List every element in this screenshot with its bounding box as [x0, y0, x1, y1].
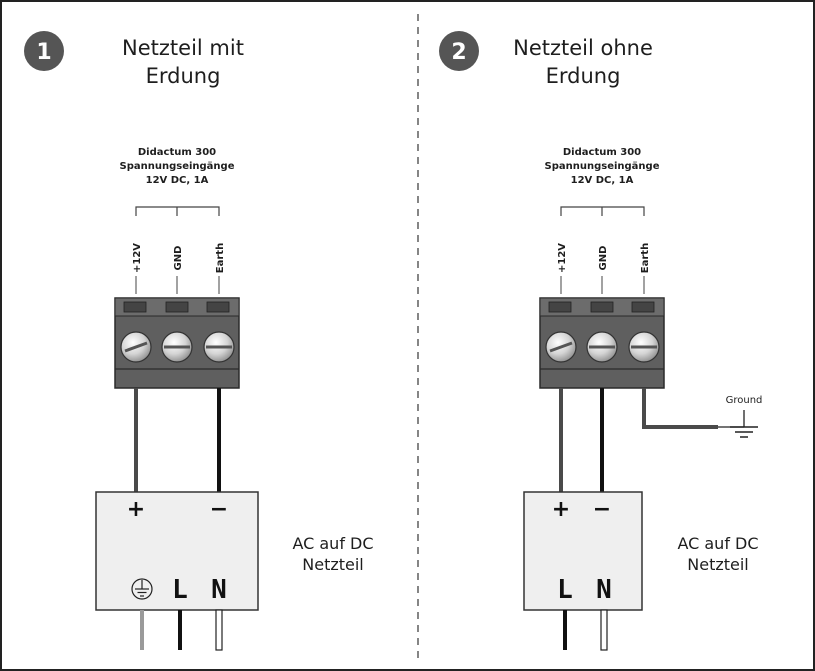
panel-1-pin-gnd: GND — [173, 246, 184, 271]
panel-1: 1 Netzteil mit Erdung Didactum 300 Spann… — [24, 31, 374, 651]
panel-1-psu-minus: − — [210, 497, 228, 522]
panel-1-title-line1: Netzteil mit — [122, 36, 244, 60]
panel-2-ground-label: Ground — [726, 395, 763, 406]
panel-2-pin-12v: +12V — [557, 243, 568, 273]
panel-2-pin-earth: Earth — [640, 243, 651, 273]
panel-1-mains-l: L — [172, 575, 188, 605]
panel-2-psu-box — [523, 491, 643, 611]
panel-1-device-desc: Spannungseingänge — [120, 161, 235, 172]
panel-2-device-desc: Spannungseingänge — [545, 161, 660, 172]
screw-icon — [586, 331, 618, 363]
panel-2-wire-neutral — [600, 609, 608, 651]
panel-2-mains-n: N — [596, 575, 612, 605]
panel-1-wire-neutral — [215, 609, 223, 651]
screw-icon — [628, 331, 660, 363]
panel-2-bracket — [560, 206, 645, 216]
panel-1-number: 1 — [36, 40, 51, 65]
panel-2-wire-earth — [642, 388, 718, 429]
screw-icon — [161, 331, 193, 363]
panel-2-number: 2 — [451, 40, 466, 65]
panel-1-badge — [24, 31, 64, 71]
panel-2-mains-l: L — [557, 575, 573, 605]
panel-1-device-name: Didactum 300 — [138, 147, 216, 158]
screw-icon — [545, 331, 577, 363]
panel-2-psu-minus: − — [593, 497, 611, 522]
panel-1-psu-plus: + — [127, 497, 145, 522]
panel-1-bracket — [135, 206, 220, 216]
panel-1-terminal-block — [114, 297, 240, 389]
panel-1-pin-earth: Earth — [215, 243, 226, 273]
panel-1-psu-box — [95, 491, 259, 611]
panel-1-title-line2: Erdung — [146, 64, 221, 88]
panel-2-title-line2: Erdung — [546, 64, 621, 88]
panel-2-psu-label-line1: AC auf DC — [677, 534, 758, 553]
panel-1-pin-12v: +12V — [132, 243, 143, 273]
ground-symbol-icon — [718, 410, 758, 438]
panel-1-psu-label-line2: Netzteil — [302, 555, 364, 574]
panel-2: 2 Netzteil ohne Erdung Didactum 300 Span… — [439, 31, 763, 651]
panel-2-device-name: Didactum 300 — [563, 147, 641, 158]
protective-earth-icon — [131, 578, 153, 600]
panel-2-psu-label-line2: Netzteil — [687, 555, 749, 574]
panel-2-badge — [439, 31, 479, 71]
panel-2-title-line1: Netzteil ohne — [513, 36, 653, 60]
screw-icon — [120, 331, 152, 363]
panel-2-pin-gnd: GND — [598, 246, 609, 271]
screw-icon — [203, 331, 235, 363]
panel-2-terminal-block — [539, 297, 665, 389]
panel-1-device-rating: 12V DC, 1A — [146, 175, 209, 186]
panel-1-psu-label-line1: AC auf DC — [292, 534, 373, 553]
panel-1-mains-n: N — [211, 575, 227, 605]
panel-2-device-rating: 12V DC, 1A — [571, 175, 634, 186]
panel-2-psu-plus: + — [552, 497, 570, 522]
